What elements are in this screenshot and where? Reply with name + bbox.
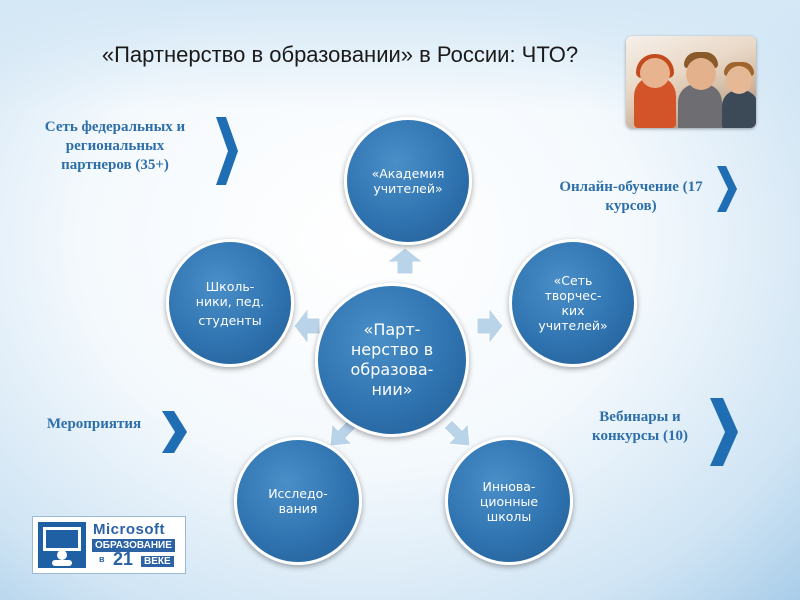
- arrow-down-right-icon: [443, 419, 471, 447]
- node-teacher-academy: «Академия учителей»: [344, 117, 472, 245]
- label-webinars: Вебинары и конкурсы (10): [592, 409, 688, 444]
- node-line: вания: [278, 501, 318, 516]
- center-node-line: образова-: [350, 360, 434, 379]
- node-line: учителей»: [538, 318, 608, 333]
- label-online-learning: Онлайн-обучение (17 курсов): [559, 179, 703, 214]
- microsoft-education-logo: Microsoft ОБРАЗОВАНИЕ в 21 ВЕКЕ: [32, 516, 186, 574]
- logo-line1: ОБРАЗОВАНИЕ: [92, 539, 175, 552]
- label-events: Мероприятия: [46, 416, 142, 432]
- chevron-right-icon: [216, 117, 238, 185]
- photo-person-1-face: [640, 58, 670, 88]
- photo-person-3-body: [722, 90, 756, 128]
- node-line: ники, пед.: [195, 293, 265, 309]
- center-node-line: «Парт-: [363, 320, 421, 339]
- logo-brand: Microsoft: [93, 521, 165, 538]
- node-line: Школь-: [205, 278, 255, 294]
- logo-prefix: в: [99, 554, 105, 564]
- photo-person-2-body: [678, 84, 722, 128]
- label-partner-network: Сеть федеральных и региональных партнеро…: [44, 119, 186, 173]
- classroom-icon: [38, 522, 86, 568]
- page-title: «Партнерство в образовании» в России: ЧТ…: [101, 42, 579, 67]
- photo-person-3-face: [726, 66, 752, 94]
- photo-person-2-face: [686, 58, 716, 90]
- students-photo: [626, 36, 756, 128]
- node-line: ких: [561, 303, 585, 318]
- node-line: «Академия: [371, 166, 445, 181]
- chevron-right-icon: [162, 411, 187, 453]
- arrow-left-icon: [293, 306, 321, 346]
- chevron-right-icon: [710, 398, 738, 466]
- node-line: «Сеть: [553, 273, 593, 288]
- node-creative-teachers-network: «Сеть творчес- ких учителей»: [509, 239, 637, 367]
- node-innovative-schools: Иннова- ционные школы: [445, 437, 573, 565]
- arrow-right-icon: [476, 306, 504, 346]
- node-line: творчес-: [544, 288, 602, 303]
- node-line: Исследо-: [268, 486, 328, 501]
- node-students: Школь- ники, пед. студенты: [166, 239, 294, 367]
- node-line: Иннова-: [482, 478, 536, 494]
- center-node-line: нерство в: [350, 340, 434, 359]
- node-line: ционные: [479, 493, 539, 509]
- node-research: Исследо- вания: [234, 437, 362, 565]
- node-line: студенты: [198, 312, 262, 328]
- node-line: школы: [486, 508, 532, 524]
- center-node-line: нии»: [371, 380, 413, 399]
- logo-suffix: ВЕКЕ: [141, 556, 174, 567]
- arrow-up-icon: [385, 247, 425, 275]
- node-line: учителей»: [373, 181, 443, 196]
- center-node-partnership: «Парт- нерство в образова- нии»: [315, 283, 469, 437]
- chevron-right-icon: [717, 166, 737, 212]
- logo-number: 21: [113, 549, 134, 569]
